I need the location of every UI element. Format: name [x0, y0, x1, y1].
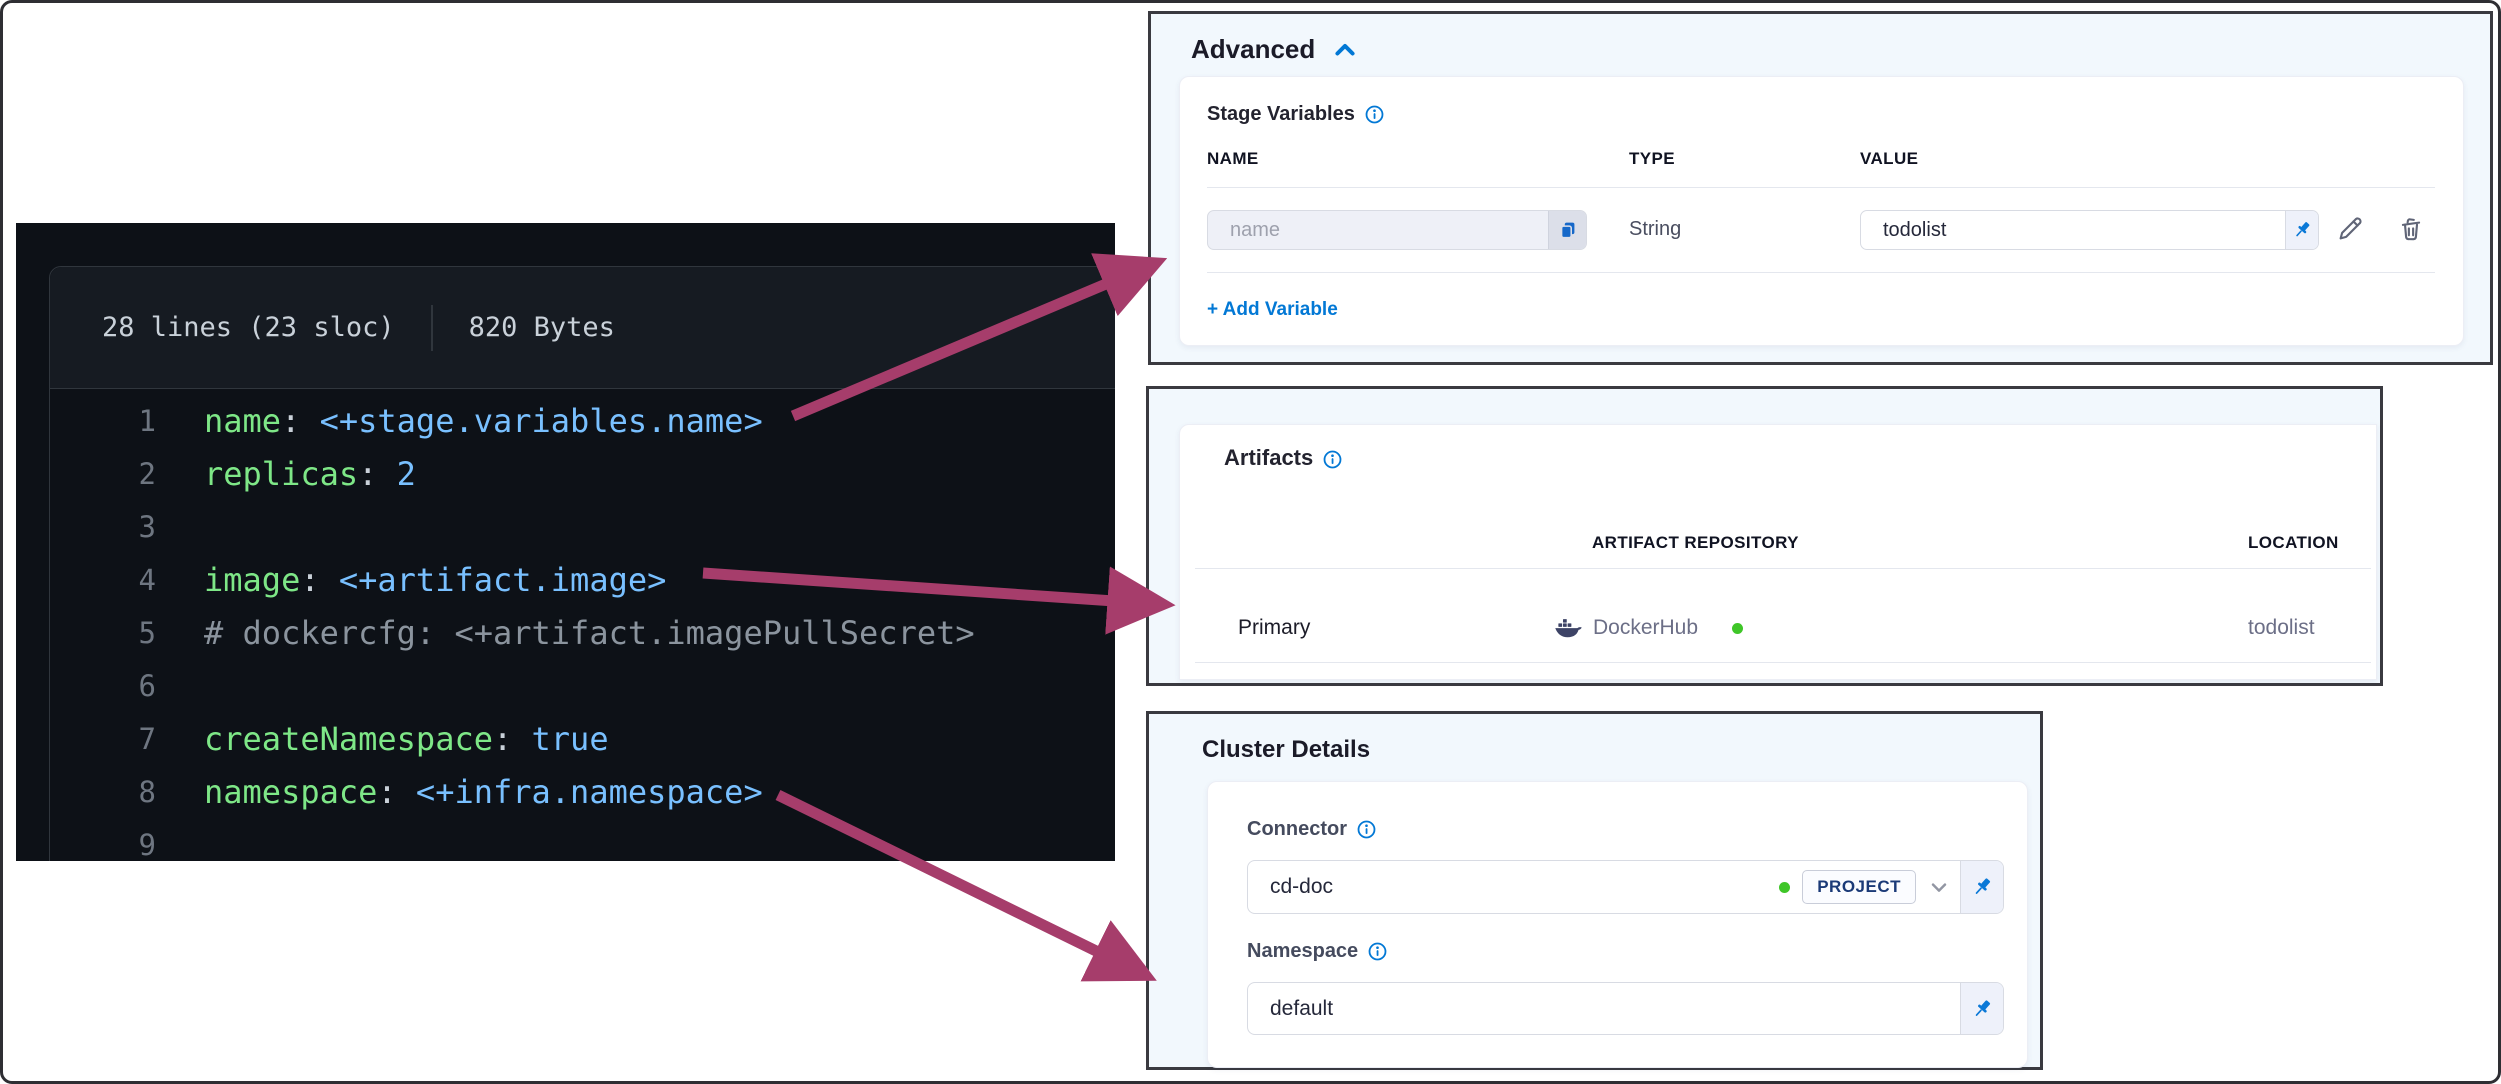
- artifacts-title: Artifacts: [1224, 445, 1314, 470]
- code-line: 9: [50, 819, 1115, 861]
- cluster-details-title: Cluster Details: [1202, 736, 1371, 763]
- repository-status-dot: [1732, 623, 1743, 634]
- connector-input[interactable]: cd-doc PROJECT: [1247, 860, 2004, 914]
- delete-variable-icon[interactable]: [2396, 214, 2426, 244]
- info-icon[interactable]: [1323, 449, 1342, 468]
- info-icon[interactable]: [1357, 820, 1376, 839]
- copy-icon[interactable]: [1548, 211, 1586, 249]
- artifacts-panel: Artifacts ARTIFACT REPOSITORY LOCATION P…: [1146, 386, 2383, 686]
- cluster-details-card: Connector cd-doc PROJECT Namespace: [1207, 781, 2028, 1068]
- cluster-details-panel: Cluster Details Connector cd-doc PROJECT: [1146, 711, 2043, 1070]
- code-line: 2 replicas: 2: [50, 448, 1115, 501]
- table-divider: [1195, 568, 2371, 569]
- connector-status-dot: [1779, 881, 1791, 893]
- line-number: 6: [138, 669, 156, 703]
- line-code: namespace: <+infra.namespace>: [204, 773, 763, 811]
- file-size-info: 820 Bytes: [468, 312, 615, 343]
- column-header-name: NAME: [1207, 149, 1259, 168]
- code-line: 5 # dockercfg: <+artifact.imagePullSecret…: [50, 607, 1115, 660]
- table-divider: [1207, 187, 2435, 188]
- code-file-box: 28 lines (23 sloc) 820 Bytes 1 name: <+st…: [49, 266, 1115, 861]
- connector-scope-tag: PROJECT: [1802, 870, 1916, 904]
- line-number: 9: [138, 828, 156, 861]
- add-variable-button[interactable]: + Add Variable: [1207, 299, 1338, 320]
- code-lines: 1 name: <+stage.variables.name> 2 replicas:…: [50, 389, 1115, 861]
- pin-icon[interactable]: [1960, 861, 2003, 913]
- stage-variables-card: Stage Variables NAME TYPE VALUE name Str…: [1179, 76, 2464, 346]
- column-header-type: TYPE: [1629, 149, 1676, 168]
- code-line: 7 createNamespace: true: [50, 713, 1115, 766]
- line-number: 8: [138, 775, 156, 809]
- connector-label: Connector: [1247, 818, 1347, 840]
- line-code: createNamespace: true: [204, 720, 609, 758]
- artifact-row-label: Primary: [1238, 616, 1311, 639]
- stage-variables-title: Stage Variables: [1207, 103, 1355, 125]
- code-line: 6: [50, 660, 1115, 713]
- table-divider: [1207, 272, 2435, 273]
- line-code: image: <+artifact.image>: [204, 561, 667, 599]
- line-code: name: <+stage.variables.name>: [204, 402, 763, 440]
- code-viewer-panel: 28 lines (23 sloc) 820 Bytes 1 name: <+st…: [16, 223, 1115, 861]
- line-code: replicas: 2: [204, 455, 416, 493]
- code-line: 8 namespace: <+infra.namespace>: [50, 766, 1115, 819]
- code-line: 4 image: <+artifact.image>: [50, 554, 1115, 607]
- namespace-input[interactable]: default: [1247, 982, 2004, 1035]
- docker-whale-icon: [1553, 613, 1583, 648]
- column-header-location: LOCATION: [2248, 533, 2339, 552]
- variable-name-input[interactable]: name: [1207, 210, 1587, 250]
- line-number: 3: [138, 510, 156, 544]
- info-icon[interactable]: [1365, 105, 1384, 124]
- code-file-meta-bar: 28 lines (23 sloc) 820 Bytes: [50, 267, 1115, 389]
- artifact-repository-name: DockerHub: [1593, 616, 1699, 639]
- meta-divider: [430, 304, 433, 351]
- variable-value-input[interactable]: todolist: [1860, 210, 2319, 250]
- chevron-down-icon[interactable]: [1926, 874, 1952, 900]
- advanced-panel: Advanced Stage Variables NAME TYPE VALUE…: [1148, 11, 2493, 365]
- line-number: 7: [138, 722, 156, 756]
- table-divider: [1195, 662, 2371, 663]
- artifact-row[interactable]: Primary DockerHub todolist: [1180, 583, 2376, 678]
- line-number: 2: [138, 457, 156, 491]
- column-header-value: VALUE: [1860, 149, 1919, 168]
- line-number: 4: [138, 563, 156, 597]
- line-code: # dockercfg: <+artifact.imagePullSecret>: [204, 614, 975, 652]
- code-line: 1 name: <+stage.variables.name>: [50, 395, 1115, 448]
- advanced-panel-title: Advanced: [1191, 34, 1316, 64]
- namespace-label: Namespace: [1247, 940, 1359, 962]
- file-lines-info: 28 lines (23 sloc): [102, 312, 395, 343]
- variable-type-value: String: [1629, 218, 1682, 240]
- column-header-artifact-repository: ARTIFACT REPOSITORY: [1592, 533, 1799, 552]
- code-line: 3: [50, 501, 1115, 554]
- variable-value-text: todolist: [1883, 218, 1947, 241]
- connector-value: cd-doc: [1270, 875, 1334, 898]
- variable-name-placeholder: name: [1230, 218, 1281, 241]
- line-number: 5: [138, 616, 156, 650]
- chevron-up-icon[interactable]: [1331, 36, 1359, 64]
- artifact-location: todolist: [2248, 616, 2315, 639]
- line-number: 1: [138, 404, 156, 438]
- edit-variable-icon[interactable]: [2335, 214, 2365, 244]
- info-icon[interactable]: [1368, 942, 1387, 961]
- artifacts-card: Artifacts ARTIFACT REPOSITORY LOCATION P…: [1179, 424, 2377, 680]
- pin-icon[interactable]: [2285, 211, 2318, 249]
- namespace-value: default: [1270, 996, 1334, 1020]
- pin-icon[interactable]: [1960, 983, 2003, 1034]
